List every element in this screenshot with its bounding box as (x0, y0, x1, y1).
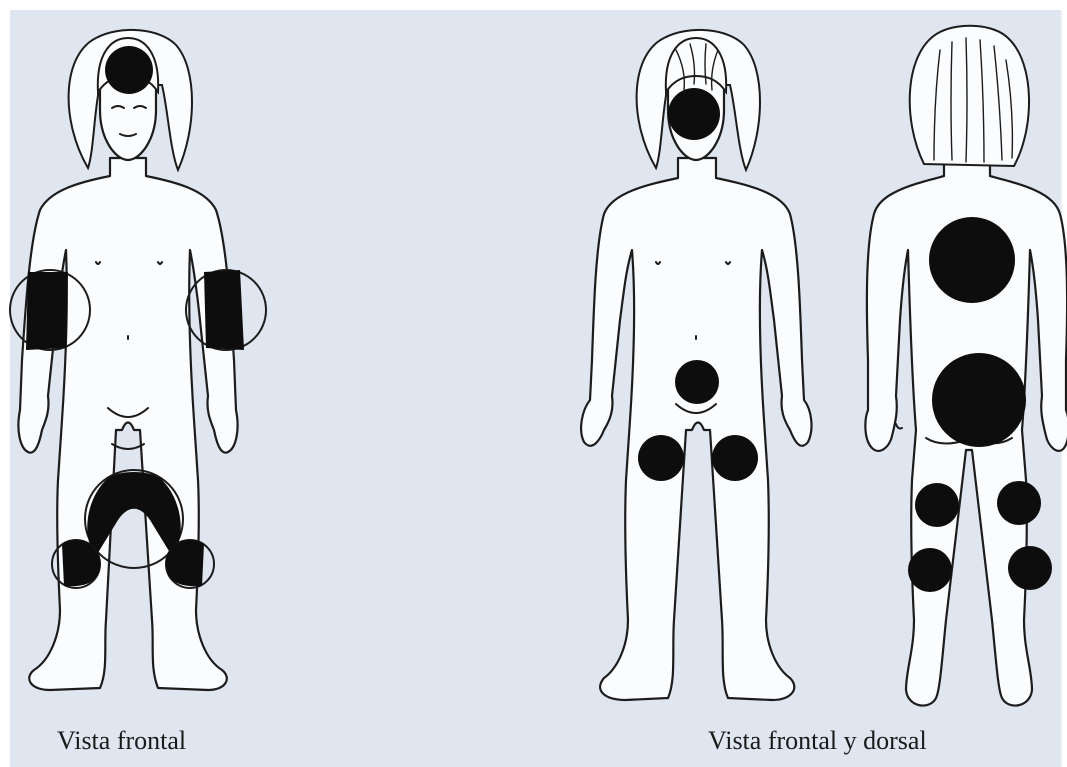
figure-back-right (865, 26, 1067, 706)
marker-left-arm (204, 270, 244, 350)
marker-face (668, 88, 720, 140)
caption-front-and-back-view: Vista frontal y dorsal (708, 728, 927, 754)
marker-buttocks (932, 353, 1026, 447)
figure-front-left (10, 30, 266, 690)
marker-head-top (105, 46, 153, 94)
figure1-body (18, 158, 237, 690)
caption-front-view: Vista frontal (57, 728, 186, 754)
figure2-body (581, 158, 811, 700)
marker-back-left-calf (1008, 546, 1052, 590)
marker-right-thigh (638, 435, 684, 481)
marker-left-thigh (712, 435, 758, 481)
figure-front-middle (581, 30, 811, 700)
marker-back-left-thigh (997, 481, 1041, 525)
marker-right-arm (26, 272, 68, 350)
marker-back-right-calf (908, 548, 952, 592)
marker-pubic (675, 360, 719, 404)
marker-back-right-thigh (915, 483, 959, 527)
marker-upper-back (929, 217, 1015, 303)
